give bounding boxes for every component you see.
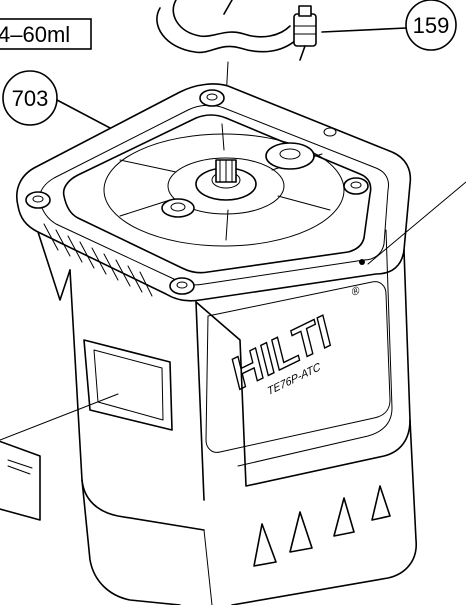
housing-window (83, 339, 173, 431)
grip-ridges (253, 485, 391, 567)
main-gear (103, 123, 345, 247)
secondary-gear (265, 142, 315, 170)
part-703-number: 703 (12, 86, 49, 111)
brand-logo: HILTI ® TE76P-ATC (227, 284, 362, 401)
gearbox-housing-top (16, 83, 412, 302)
bearing (161, 198, 195, 218)
screw-bosses (25, 89, 369, 295)
part-159-leader (321, 27, 407, 33)
part-159-callout: 159 (321, 0, 457, 51)
seal-gasket (156, 0, 297, 54)
volume-callout: 4–60ml (0, 18, 92, 50)
volume-label: 4–60ml (0, 22, 70, 47)
volume-label-box (0, 18, 92, 50)
main-housing-body (37, 229, 417, 605)
part-159-bubble (405, 0, 457, 51)
rating-label-plate (0, 440, 41, 521)
cooling-fins (43, 223, 153, 297)
cable-clamp (293, 5, 317, 61)
part-159-number: 159 (413, 13, 450, 38)
part-703-bubble (2, 70, 58, 126)
registered-mark: ® (351, 284, 362, 300)
